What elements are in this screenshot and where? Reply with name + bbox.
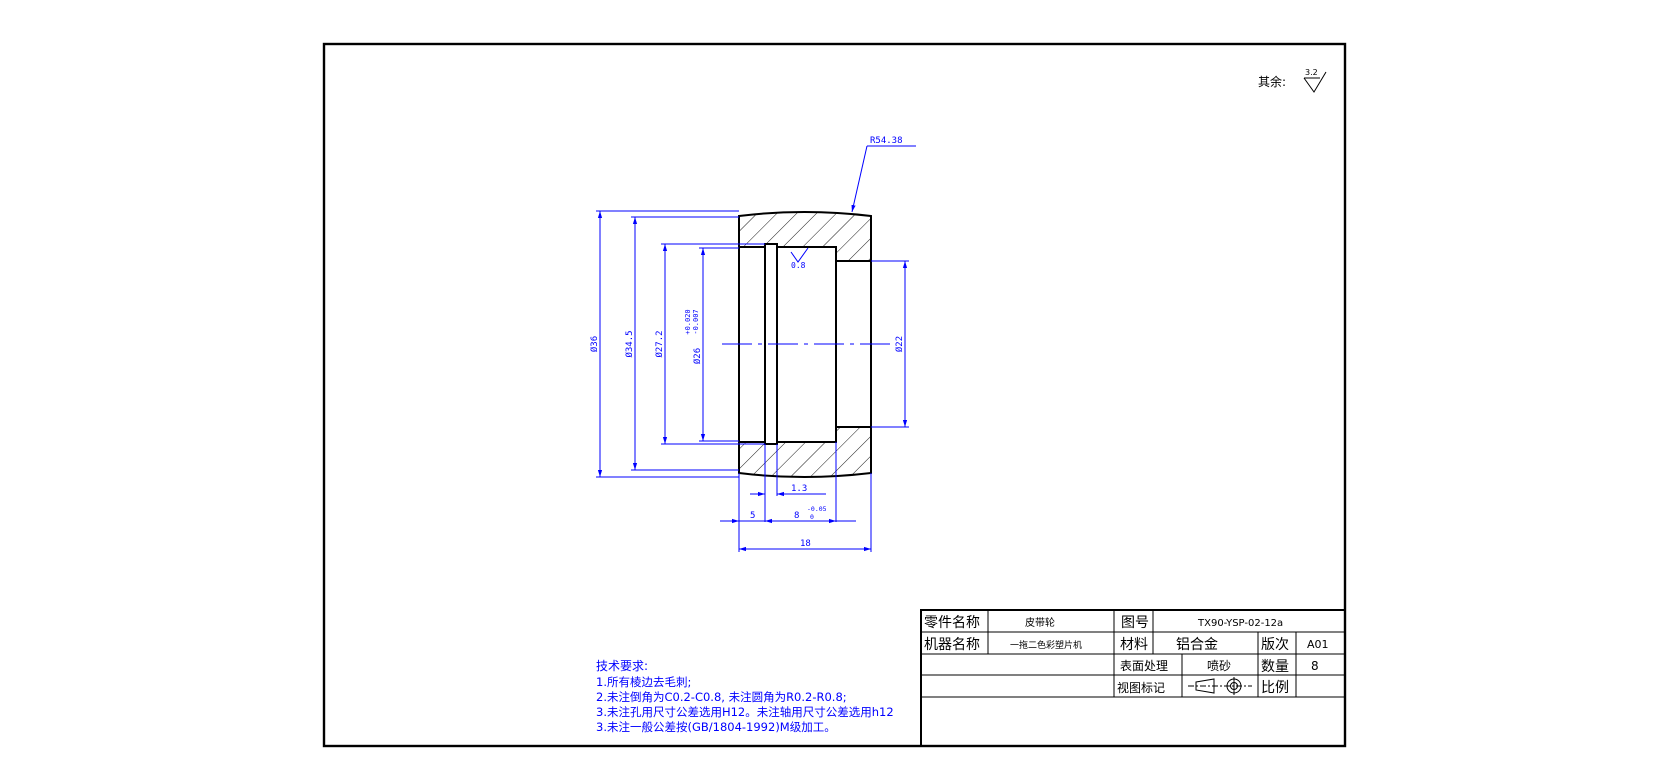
drawing-border	[322, 42, 1347, 748]
dim-len8-tol-lower: 0	[810, 513, 814, 521]
section-hatch-top	[738, 211, 872, 262]
dim-d22: Ø22	[894, 336, 905, 352]
tb-machine-name: 一拖二色彩塑片机	[1010, 639, 1082, 651]
inner-roughness-value: 0.8	[791, 261, 806, 270]
tb-material-label: 材料	[1120, 637, 1148, 653]
inner-roughness-mark: 0.8	[790, 247, 809, 270]
tech-title: 技术要求:	[596, 659, 648, 673]
tech-item: 1.所有棱边去毛刺;	[596, 675, 691, 689]
dim-d26: Ø26	[692, 348, 703, 364]
dim-d272: Ø27.2	[654, 330, 665, 357]
tb-quantity: 8	[1311, 659, 1319, 673]
diameter-dimensions	[596, 210, 909, 478]
surface-note-label: 其余:	[1258, 74, 1286, 89]
tb-surface-treatment-label: 表面处理	[1120, 659, 1168, 673]
tb-scale-label: 比例	[1261, 680, 1289, 696]
dim-d345: Ø34.5	[624, 330, 635, 357]
tech-requirements: 技术要求: 1.所有棱边去毛刺; 2.未注倒角为C0.2-C0.8, 未注圆角为…	[596, 659, 894, 734]
dim-len8-tol-upper: -0.05	[807, 505, 827, 513]
tb-revision: A01	[1307, 638, 1329, 651]
tech-item: 3.未注一般公差按(GB/1804-1992)M级加工。	[596, 720, 836, 734]
tb-drawing-no: TX90-YSP-02-12a	[1197, 618, 1283, 629]
dim-len8: 8	[794, 511, 799, 521]
dim-d26-tol-lower: -0.007	[692, 309, 700, 334]
radius-callout: R54.38	[851, 136, 916, 213]
tb-view-mark-label: 视图标记	[1117, 680, 1165, 695]
title-block: 零件名称 皮带轮 图号 TX90-YSP-02-12a 机器名称 一拖二色彩塑片…	[920, 609, 1346, 747]
tb-material: 铝合金	[1176, 637, 1218, 653]
tb-part-name: 皮带轮	[1025, 616, 1055, 629]
tb-machine-name-label: 机器名称	[924, 637, 980, 653]
tb-surface-treatment: 喷砂	[1207, 659, 1231, 673]
section-hatch-bottom	[738, 426, 872, 478]
dim-groove: 1.3	[791, 484, 807, 494]
tb-part-name-label: 零件名称	[924, 615, 980, 631]
pulley-section-view	[722, 211, 892, 478]
dim-d36: Ø36	[589, 336, 600, 352]
projection-symbol-icon	[1188, 677, 1252, 695]
tech-item: 2.未注倒角为C0.2-C0.8, 未注圆角为R0.2-R0.8;	[596, 690, 847, 704]
dim-d26-tol-upper: +0.020	[684, 309, 692, 334]
surface-roughness-value: 3.2	[1305, 68, 1318, 77]
tech-item: 3.未注孔用尺寸公差选用H12。未注轴用尺寸公差选用h12	[596, 705, 894, 719]
tb-quantity-label: 数量	[1261, 659, 1289, 675]
dim-len18: 18	[800, 539, 811, 549]
dim-len5: 5	[750, 511, 755, 521]
surface-roughness-note: 其余: 3.2	[1258, 68, 1327, 93]
tb-revision-label: 版次	[1261, 637, 1289, 653]
radius-label: R54.38	[870, 136, 903, 146]
tb-drawing-no-label: 图号	[1121, 615, 1149, 631]
length-dimensions	[720, 442, 872, 552]
